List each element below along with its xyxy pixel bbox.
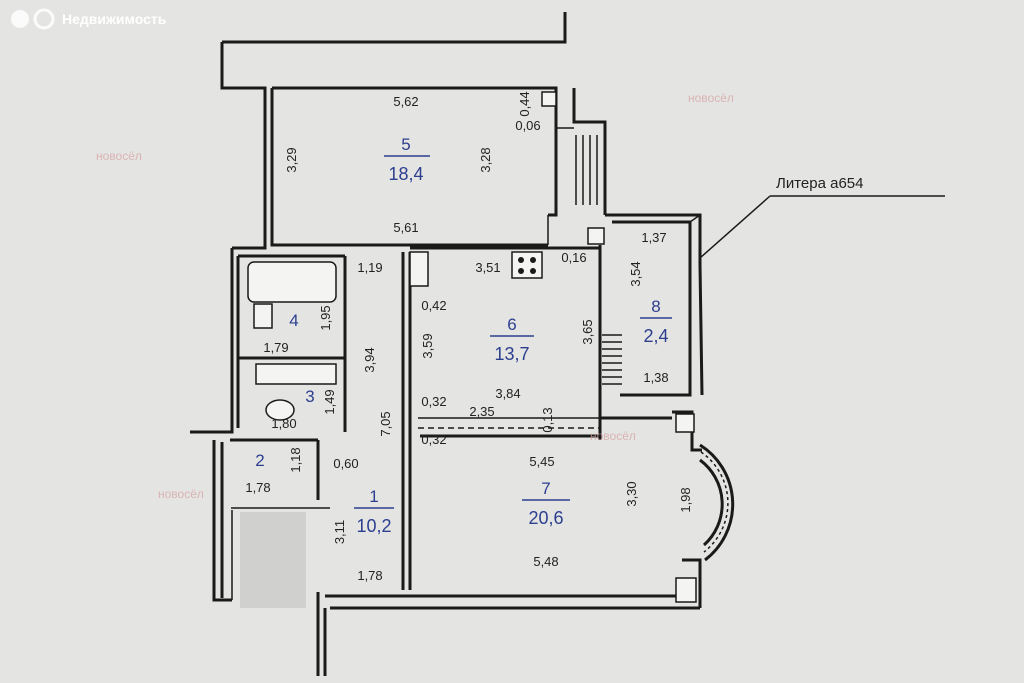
site-logo[interactable]: Недвижимость: [11, 8, 167, 30]
dim-r1-long: 7,05: [378, 411, 393, 436]
dim-r6-a: 0,42: [421, 298, 446, 313]
dim-r7-top: 5,45: [529, 454, 554, 469]
room-1-area: 10,2: [356, 516, 391, 536]
room-1-number: 1: [369, 487, 378, 506]
dim-r4-top: 1,19: [357, 260, 382, 275]
partitions: [230, 246, 602, 608]
dim-r3-bottom: 1,80: [271, 416, 296, 431]
dim-r6-d: 0,13: [540, 407, 555, 432]
room-7-number: 7: [541, 479, 550, 498]
room-1: 1 10,2: [354, 487, 394, 536]
dim-r2-side: 1,18: [288, 447, 303, 472]
dim-r6-c: 2,35: [469, 404, 494, 419]
dim-r4-side: 1,95: [318, 305, 333, 330]
room-5: 5 18,4: [384, 135, 430, 184]
room-3-number: 3: [305, 387, 314, 406]
room-8-area: 2,4: [643, 326, 668, 346]
site-logo-text: Недвижимость: [62, 11, 167, 27]
washbasin: [253, 303, 273, 329]
dim-r8-top: 1,37: [641, 230, 666, 245]
dimension-labels-vertical: 3,29 3,28 0,44 3,54 1,95 3,94 1,49 7,05 …: [284, 91, 693, 544]
dim-r6-bottom: 3,84: [495, 386, 520, 401]
toilet: [265, 399, 295, 421]
dim-r7-right: 3,30: [624, 481, 639, 506]
dim-r6-left: 3,59: [420, 333, 435, 358]
stove: [511, 251, 543, 279]
room-5-number: 5: [401, 135, 410, 154]
dim-r5-bottom: 5,61: [393, 220, 418, 235]
room-2-number: 2: [255, 451, 264, 470]
dim-r7-bay: 1,98: [678, 487, 693, 512]
outer-walls: [190, 12, 735, 676]
dim-r5-small-a: 0,44: [517, 91, 532, 116]
dim-r4-bottom: 1,79: [263, 340, 288, 355]
room-8: 8 2,4: [640, 297, 672, 346]
dim-r7-bottom: 5,48: [533, 554, 558, 569]
dim-r5-top: 5,62: [393, 94, 418, 109]
window-hatch: [575, 135, 598, 205]
litera-label: Литера а654: [776, 175, 864, 192]
dim-r5-small-b: 0,06: [515, 118, 540, 133]
dim-r1-bottom: 1,78: [357, 568, 382, 583]
dim-r1-small: 0,60: [333, 456, 358, 471]
dim-r8-side: 3,54: [628, 261, 643, 286]
watermarks: новосёл новосёл новосёл новосёл: [96, 91, 734, 501]
vent-shaft: [587, 227, 605, 245]
vent-shaft-top: [541, 91, 557, 107]
dim-r8-bottom: 1,38: [643, 370, 668, 385]
fixtures: [247, 91, 622, 421]
dim-r1-side: 3,11: [332, 520, 347, 544]
dim-r5-left: 3,29: [284, 147, 299, 172]
site-logo-icon: [11, 10, 29, 28]
stair-hatch: [602, 334, 622, 385]
litera-callout: Литера а654: [699, 175, 945, 259]
dim-r3-side: 1,49: [322, 389, 337, 414]
dimension-labels: 5,62 5,61 0,06 1,37 1,38 1,19 1,79 1,80 …: [245, 94, 668, 583]
watermark-brand-2: новосёл: [688, 91, 734, 105]
room-7: 7 20,6: [522, 479, 570, 528]
dim-r6-small: 0,16: [561, 250, 586, 265]
watermark-brand-1: новосёл: [96, 149, 142, 163]
watermark-brand-4: новосёл: [158, 487, 204, 501]
dim-r7-a: 0,32: [421, 432, 446, 447]
dim-r6-b: 0,32: [421, 394, 446, 409]
dim-r6-top: 3,51: [475, 260, 500, 275]
room-8-number: 8: [651, 297, 660, 316]
dim-r2-bottom: 1,78: [245, 480, 270, 495]
room-4-number: 4: [289, 311, 298, 330]
watermark-brand-3: новосёл: [590, 429, 636, 443]
sink-counter: [255, 363, 337, 385]
dim-r6-right: 3,65: [580, 319, 595, 344]
dim-r5-right: 3,28: [478, 147, 493, 172]
dim-corridor-side: 3,94: [362, 347, 377, 372]
kitchen-unit: [409, 251, 429, 287]
room-6: 6 13,7: [490, 315, 534, 364]
site-logo-ring-icon: [33, 8, 55, 30]
room-7-area: 20,6: [528, 508, 563, 528]
room-6-area: 13,7: [494, 344, 529, 364]
bathtub: [247, 261, 337, 303]
room-6-number: 6: [507, 315, 516, 334]
room-5-area: 18,4: [388, 164, 423, 184]
